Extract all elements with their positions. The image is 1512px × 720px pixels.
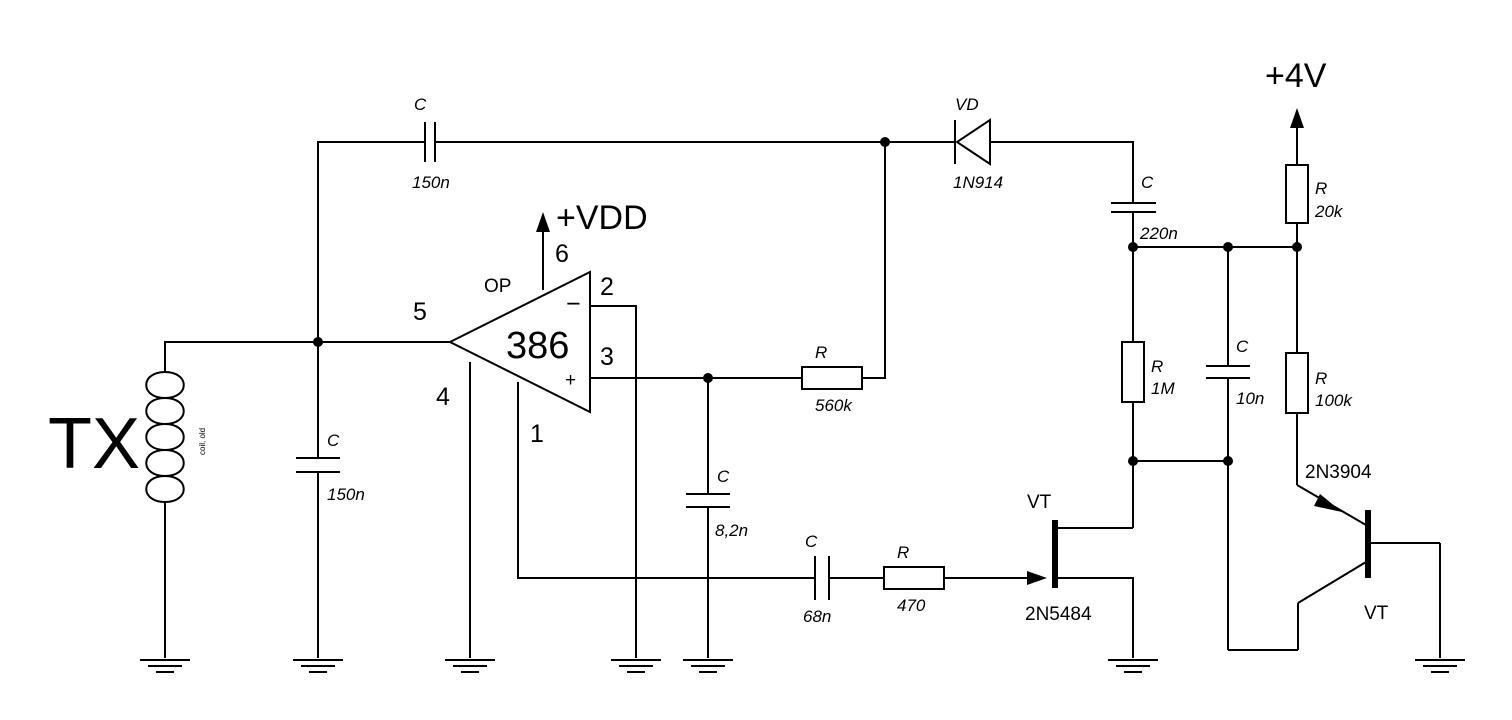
coil-label: coil, old: [198, 428, 207, 455]
ground-icon: [1108, 659, 1158, 673]
jfet-value: 2N5484: [1025, 604, 1092, 625]
pin-1: 1: [530, 420, 544, 448]
resistor-r-560k: R 560k: [801, 343, 863, 415]
resistor-r-1m: R 1M: [1121, 341, 1175, 403]
resistor-r-20k: R 20k: [1285, 164, 1344, 224]
capacitor-value: 220n: [1139, 224, 1178, 243]
resistor-ref: R: [815, 343, 827, 362]
bjt-ref: VT: [1364, 603, 1389, 624]
resistor-r-470: R 470: [883, 543, 945, 615]
resistor-value: 100k: [1315, 391, 1353, 410]
pin-5: 5: [413, 298, 427, 326]
capacitor-value: 150n: [412, 173, 450, 192]
ground-icon: [140, 659, 190, 673]
wires: [164, 128, 1441, 658]
diode: VD 1N914: [953, 95, 1003, 192]
capacitor-value: 10n: [1236, 389, 1264, 408]
vdd-supply: +VDD: [536, 199, 648, 237]
ground-icon: [611, 659, 661, 673]
diode-value: 1N914: [953, 173, 1003, 192]
pin-6: 6: [555, 240, 569, 268]
v4-label: +4V: [1265, 57, 1327, 95]
junctions: [313, 137, 1302, 466]
resistor-value: 1M: [1151, 379, 1175, 398]
ground-symbols: [140, 659, 1465, 673]
arrow-up-icon: [1290, 108, 1304, 128]
jfet-ref: VT: [1027, 492, 1052, 513]
resistor-value: 470: [897, 596, 926, 615]
bjt-value: 2N3904: [1305, 462, 1372, 483]
ground-icon: [1415, 659, 1465, 673]
resistor-value: 20k: [1314, 202, 1344, 221]
capacitor-ref: C: [805, 532, 818, 551]
resistor-ref: R: [1151, 357, 1163, 376]
capacitor-ref: C: [1141, 173, 1154, 192]
coil: coil, old: [145, 365, 207, 505]
diode-ref: VD: [955, 95, 979, 114]
capacitor-c-top: C 150n: [412, 95, 450, 192]
arrow-icon: [1314, 494, 1342, 512]
capacitor-c-left: C 150n: [296, 431, 365, 504]
capacitor-c-8n2: C 8,2n: [686, 467, 748, 540]
pin-3: 3: [600, 343, 614, 371]
capacitor-c-10n: C 10n: [1206, 337, 1264, 408]
capacitor-c-220n: C 220n: [1111, 173, 1178, 243]
opamp-part: 386: [506, 325, 569, 367]
capacitor-value: 150n: [327, 485, 365, 504]
capacitor-value: 68n: [803, 607, 831, 626]
opamp: 386 OP − + 5 4 1 2 3 6: [413, 240, 614, 448]
title-tx: TX: [48, 404, 140, 484]
pin-2: 2: [600, 273, 614, 301]
resistor-ref: R: [1315, 369, 1327, 388]
jfet-transistor: VT 2N5484: [1025, 492, 1092, 625]
vdd-label: +VDD: [556, 199, 648, 237]
arrow-up-icon: [536, 212, 550, 232]
capacitor-ref: C: [414, 95, 427, 114]
resistor-r-100k: R 100k: [1285, 352, 1353, 414]
capacitor-ref: C: [717, 467, 730, 486]
capacitor-ref: C: [327, 431, 340, 450]
ground-icon: [293, 659, 343, 673]
arrow-right-icon: [1027, 571, 1047, 585]
resistor-ref: R: [897, 543, 909, 562]
opamp-plus: +: [565, 370, 576, 391]
bjt-transistor: 2N3904 VT: [1296, 462, 1389, 624]
capacitor-c-68n: C 68n: [803, 532, 831, 626]
v4-supply: +4V: [1265, 57, 1327, 128]
ground-icon: [445, 659, 495, 673]
opamp-ref: OP: [484, 276, 511, 297]
pin-4: 4: [436, 383, 450, 411]
capacitor-ref: C: [1236, 337, 1249, 356]
opamp-minus: −: [566, 290, 581, 318]
resistor-ref: R: [1315, 179, 1327, 198]
resistor-value: 560k: [815, 396, 853, 415]
ground-icon: [683, 659, 733, 673]
capacitor-value: 8,2n: [715, 521, 748, 540]
